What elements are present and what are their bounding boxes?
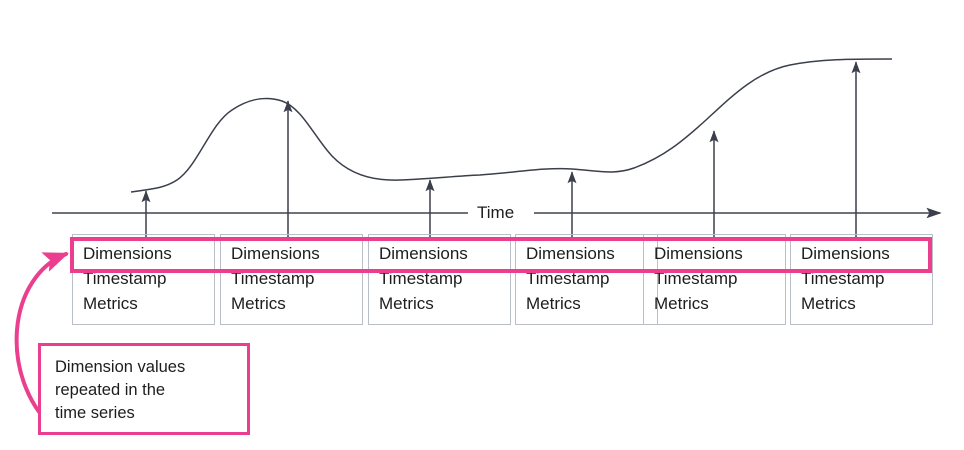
metric-curve [130,58,893,193]
record-field-dimensions: Dimensions [379,244,468,263]
record-field-metrics: Metrics [83,294,138,313]
record-field-timestamp: Timestamp [526,269,610,288]
callout-line-1: Dimension values [55,358,186,376]
record-field-timestamp: Timestamp [231,269,315,288]
record-field-dimensions: Dimensions [231,244,320,263]
record-field-metrics: Metrics [654,294,709,313]
record-field-metrics: Metrics [526,294,581,313]
record-field-metrics: Metrics [379,294,434,313]
record-box[interactable]: Dimensions Timestamp Metrics [220,234,363,325]
record-field-metrics: Metrics [801,294,856,313]
record-box[interactable]: Dimensions Timestamp Metrics [790,234,933,325]
record-field-dimensions: Dimensions [526,244,615,263]
callout-line-3: time series [55,404,135,422]
callout-note: Dimension values repeated in the time se… [38,343,250,435]
metric-curve-path [130,58,893,193]
callout-leader-arrow [14,252,69,432]
record-field-dimensions: Dimensions [83,244,172,263]
time-axis-label: Time [477,203,515,222]
record-box[interactable]: Dimensions Timestamp Metrics [643,234,786,325]
record-box[interactable]: Dimensions Timestamp Metrics [368,234,511,325]
record-field-timestamp: Timestamp [83,269,167,288]
record-box[interactable]: Dimensions Timestamp Metrics [72,234,215,325]
callout-line-2: repeated in the [55,381,166,399]
record-field-metrics: Metrics [231,294,286,313]
record-field-dimensions: Dimensions [654,244,743,263]
record-field-timestamp: Timestamp [379,269,463,288]
connector-arrows [141,61,861,237]
callout-leader-path [14,252,69,432]
record-field-timestamp: Timestamp [801,269,885,288]
record-field-dimensions: Dimensions [801,244,890,263]
record-box[interactable]: Dimensions Timestamp Metrics [515,234,658,325]
record-field-timestamp: Timestamp [654,269,738,288]
